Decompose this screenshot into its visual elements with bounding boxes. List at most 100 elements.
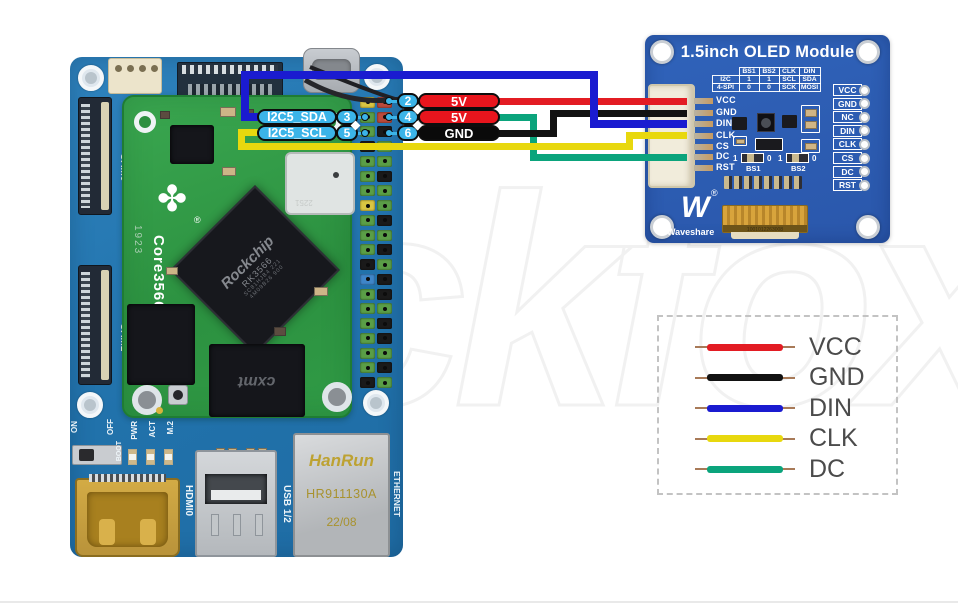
dc-wire bbox=[497, 114, 537, 121]
bs2-jumper bbox=[786, 153, 809, 163]
gpio-pin-hole bbox=[365, 233, 370, 238]
gpio-socket-black bbox=[377, 273, 392, 285]
gpio-socket-green bbox=[360, 303, 375, 315]
oled-right-pin-label: RST bbox=[833, 179, 862, 192]
legend-wire-glyph bbox=[695, 343, 795, 351]
smd-component bbox=[160, 111, 170, 119]
inductor bbox=[757, 113, 775, 132]
waveshare-brand: Waveshare bbox=[667, 227, 715, 237]
smd-component bbox=[220, 107, 236, 117]
table-cell: 0 bbox=[738, 83, 760, 93]
boot-switch[interactable] bbox=[72, 445, 122, 465]
gpio-socket-black bbox=[377, 332, 392, 344]
gpio-pin-hole bbox=[365, 306, 370, 311]
gpio-pin-hole bbox=[382, 247, 387, 252]
oled-right-pin-hole bbox=[859, 125, 870, 137]
module-hole bbox=[322, 382, 352, 412]
pin5-badge: 5 bbox=[336, 125, 358, 141]
din-wire bbox=[241, 71, 249, 121]
gpio-socket-green bbox=[360, 185, 375, 197]
oled-right-pin-hole bbox=[859, 111, 870, 123]
act-led-label: ACT bbox=[148, 421, 157, 438]
fpc-pins bbox=[81, 104, 90, 208]
gpio-row bbox=[360, 257, 394, 272]
gpio-pin-hole bbox=[382, 159, 387, 164]
ethernet-model: HR911130A bbox=[306, 487, 377, 501]
gpio-socket-green bbox=[377, 303, 392, 315]
gpio-pin-hole bbox=[382, 351, 387, 356]
pin4-5v-label: 5V bbox=[418, 109, 500, 125]
m2-led bbox=[164, 449, 173, 465]
waveshare-flower-logo: ✤ bbox=[157, 178, 188, 219]
din-wire bbox=[590, 71, 598, 128]
pmic-chip bbox=[170, 125, 214, 164]
registered-mark: ® bbox=[194, 215, 201, 225]
gpio-pin-hole bbox=[365, 321, 370, 326]
jumper-mark: 0 bbox=[812, 154, 817, 163]
legend-wire-glyph bbox=[695, 404, 795, 412]
oled-hole bbox=[650, 215, 674, 239]
gpio-pin-hole bbox=[365, 365, 370, 370]
switch-boot-label: BOOT bbox=[116, 441, 123, 462]
gpio-socket-green bbox=[360, 288, 375, 300]
clk-wire bbox=[626, 132, 687, 139]
waveshare-logo: W bbox=[681, 191, 710, 224]
gpio-socket-green bbox=[360, 347, 375, 359]
m2-led-label: M.2 bbox=[166, 421, 175, 435]
switch-knob[interactable] bbox=[79, 449, 94, 461]
mounting-hole-center bbox=[85, 72, 97, 84]
oled-right-pin-hole bbox=[859, 179, 870, 191]
legend-wire-color bbox=[707, 343, 783, 351]
din-wire bbox=[241, 71, 598, 79]
table-cell: 4-SPI bbox=[711, 83, 740, 93]
mounting-hole bbox=[77, 392, 103, 418]
callout-line bbox=[389, 99, 399, 103]
bs2-label: BS2 bbox=[791, 164, 806, 173]
callout-line bbox=[389, 115, 399, 119]
callout-line bbox=[356, 115, 364, 119]
dc-wire bbox=[530, 114, 537, 161]
oled-hole bbox=[856, 215, 880, 239]
switch-off-label: OFF bbox=[106, 419, 115, 435]
legend-wire-color bbox=[707, 435, 783, 442]
oled-right-pin-label: CLK bbox=[833, 138, 862, 151]
fpc-pins bbox=[188, 84, 272, 95]
gpio-row bbox=[360, 375, 394, 390]
fpc-pins bbox=[81, 272, 90, 378]
emmc-chip: cxmt bbox=[209, 344, 305, 417]
oled-right-pin-hole bbox=[859, 166, 870, 178]
clk-wire bbox=[626, 132, 633, 150]
pin2-badge: 2 bbox=[397, 93, 419, 109]
gpio-pin-hole bbox=[365, 188, 370, 193]
connector-pin bbox=[139, 65, 146, 72]
ethernet-brand: HanRun bbox=[308, 451, 375, 470]
oled-left-pin-label: DC bbox=[716, 151, 730, 161]
gpio-socket-green bbox=[360, 244, 375, 256]
jumper-mark: 1 bbox=[733, 154, 738, 163]
gpio-pin-hole bbox=[365, 277, 370, 282]
module-hole bbox=[132, 385, 162, 415]
module-button bbox=[168, 385, 188, 405]
gpio-socket-green bbox=[360, 155, 375, 167]
clk-wire bbox=[238, 129, 245, 150]
usb-spring bbox=[233, 514, 241, 536]
gpio-pin-hole bbox=[365, 351, 370, 356]
transistor bbox=[732, 117, 747, 130]
oled-right-pin-hole bbox=[859, 138, 870, 150]
fpc-pins bbox=[182, 65, 278, 74]
hdmi-port bbox=[75, 474, 180, 557]
gpio-pin-hole bbox=[365, 292, 370, 297]
oled-left-pin bbox=[694, 121, 713, 127]
gnd-wire bbox=[550, 110, 687, 117]
gpio-header bbox=[360, 95, 394, 390]
jumper-mark: 0 bbox=[767, 154, 772, 163]
gpio-pin-hole bbox=[382, 292, 387, 297]
oled-right-pin-label: GND bbox=[833, 97, 862, 110]
oled-hole bbox=[856, 40, 880, 64]
gpio-socket-black bbox=[377, 288, 392, 300]
callout-line bbox=[389, 131, 399, 135]
registered-mark: ® bbox=[711, 188, 718, 198]
gpio-row bbox=[360, 198, 394, 213]
driver-chip bbox=[755, 138, 783, 151]
gpio-row bbox=[360, 331, 394, 346]
